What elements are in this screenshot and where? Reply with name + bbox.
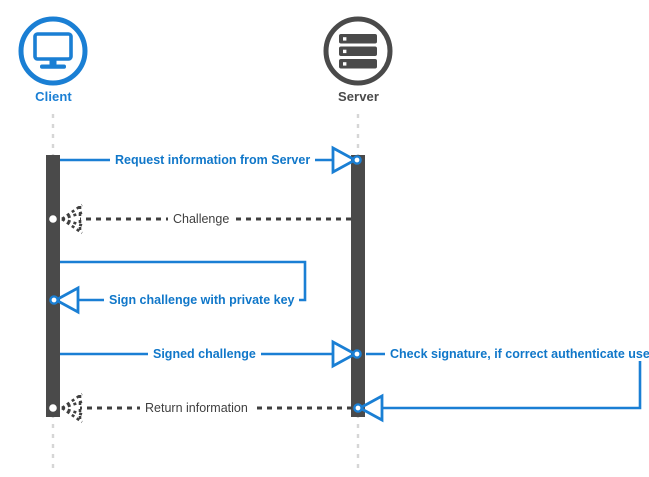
server-actor-icon <box>323 16 393 86</box>
server-rack-icon-bar-1 <box>339 34 377 44</box>
arrowhead-left-challenge <box>61 203 85 235</box>
arrowhead-left-check-signature <box>357 393 384 423</box>
endpoint-dot-challenge <box>49 215 57 223</box>
arrowhead-left-sign-challenge <box>53 285 80 315</box>
message-check-signature <box>353 352 642 423</box>
server-rack-icon-bar-2 <box>339 46 377 56</box>
actor-label-server: Server <box>337 89 380 104</box>
endpoint-dot-request-information <box>352 155 362 165</box>
message-challenge <box>49 203 351 235</box>
monitor-icon-ring <box>18 16 88 86</box>
message-label-return-information: Return information <box>140 401 253 415</box>
message-label-sign-challenge: Sign challenge with private key <box>104 293 300 307</box>
client-actor-icon <box>18 16 88 86</box>
endpoint-dot-return-information <box>49 404 57 412</box>
endpoint-dot-signed-challenge <box>352 349 362 359</box>
message-label-challenge: Challenge <box>168 212 235 226</box>
monitor-icon-neck <box>49 59 57 65</box>
server-rack-icon-led-1 <box>343 37 347 41</box>
message-return-information <box>49 392 352 424</box>
activation-bar-client <box>46 155 60 417</box>
message-label-request-information: Request information from Server <box>110 153 316 167</box>
message-label-signed-challenge: Signed challenge <box>148 347 261 361</box>
endpoint-dot-check-signature <box>353 403 363 413</box>
actor-label-client: Client <box>35 89 72 104</box>
monitor-icon-base <box>40 64 66 69</box>
server-rack-icon-led-2 <box>343 49 347 54</box>
activation-bar-server <box>351 155 365 417</box>
arrowhead-left-return-information <box>61 392 85 424</box>
arrowhead-right-request-information <box>331 145 358 175</box>
server-rack-icon-ring <box>323 16 393 86</box>
message-line-check-signature <box>366 352 642 410</box>
server-rack-icon-bar-3 <box>339 59 377 69</box>
monitor-icon-screen <box>33 32 73 61</box>
arrowhead-right-signed-challenge <box>331 339 358 369</box>
server-rack-icon-led-3 <box>343 62 347 66</box>
endpoint-dot-sign-challenge <box>49 295 59 305</box>
message-label-check-signature: Check signature, if correct authenticate… <box>385 347 649 361</box>
